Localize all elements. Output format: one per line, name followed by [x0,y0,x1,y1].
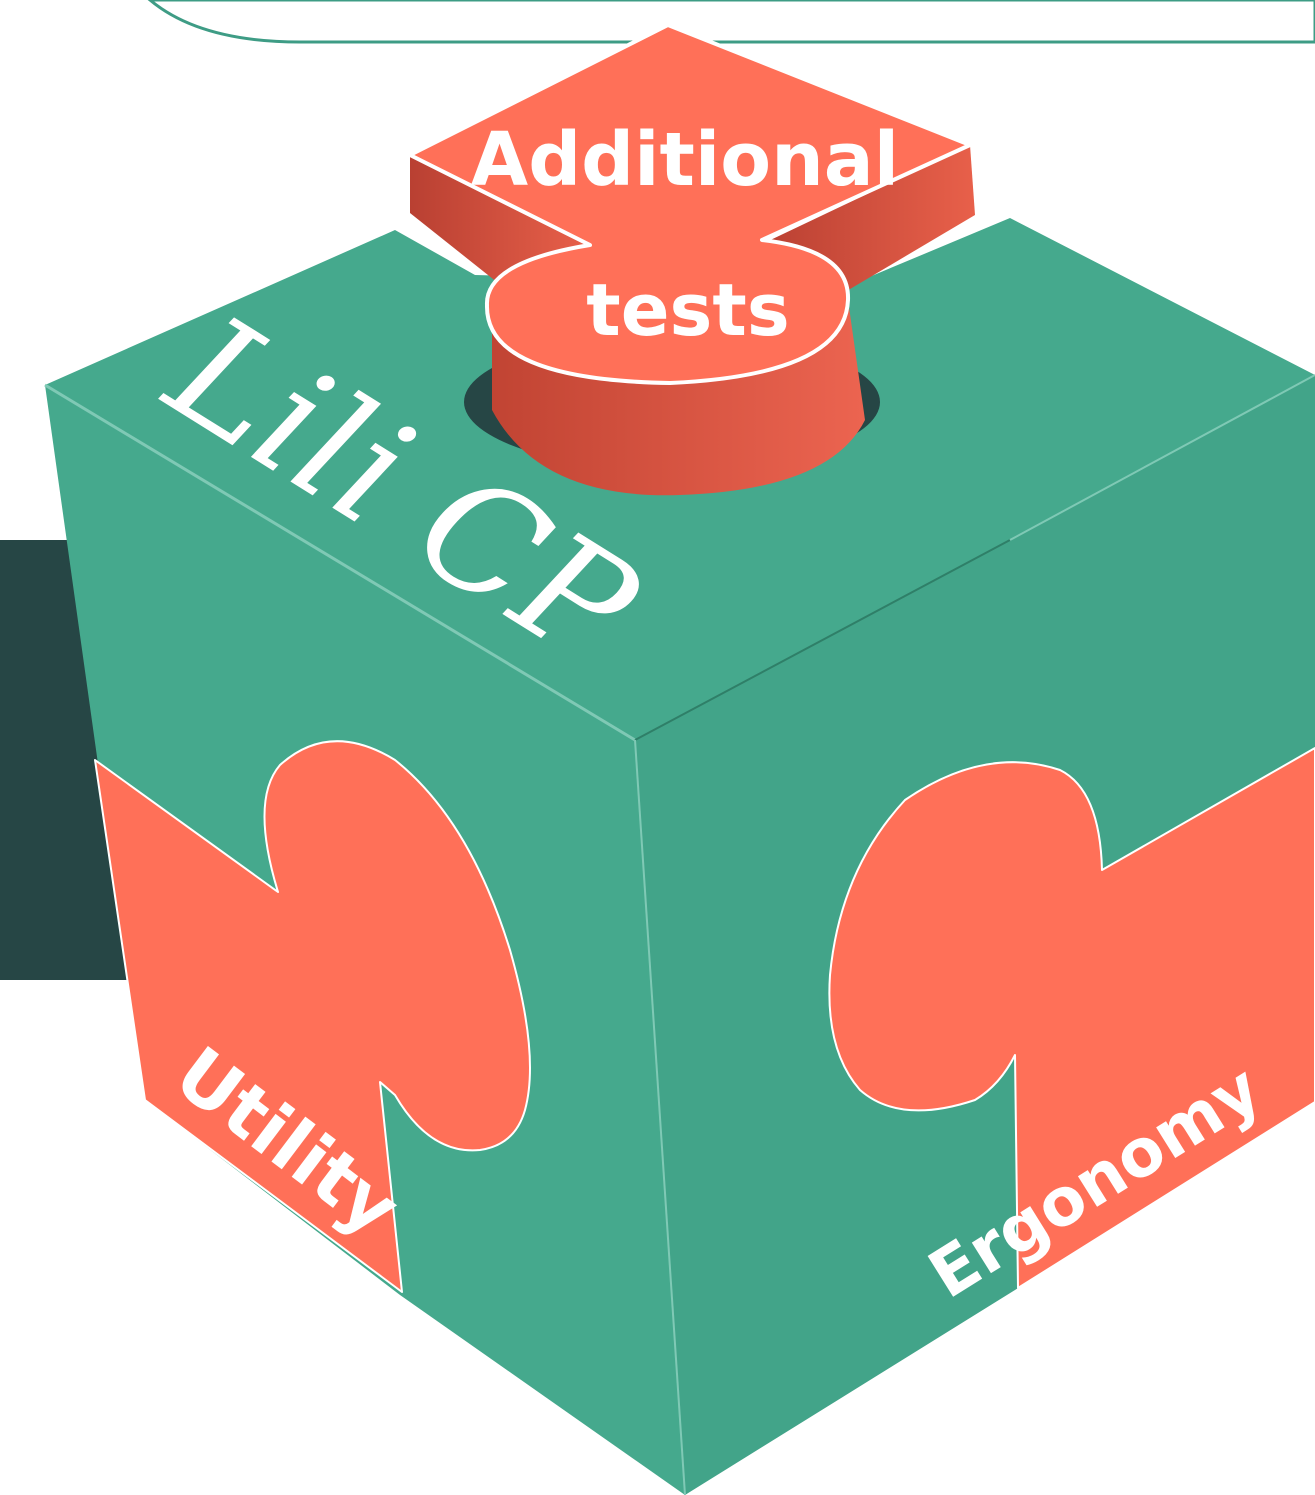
left-face-coral-piece [94,740,531,1293]
top-banner-shape [147,0,1315,44]
top-piece-upper-surface [408,23,972,385]
top-piece-side-left [410,155,590,283]
cube-edge-right [634,539,1011,741]
cube-edge-back [1009,374,1315,541]
cube-edge-front [634,739,686,1495]
top-piece-label-line2: tests [586,268,789,352]
cube-edge-left [44,383,636,742]
right-face-coral-piece [828,747,1315,1289]
top-piece-label-line1: Additional [471,117,899,203]
